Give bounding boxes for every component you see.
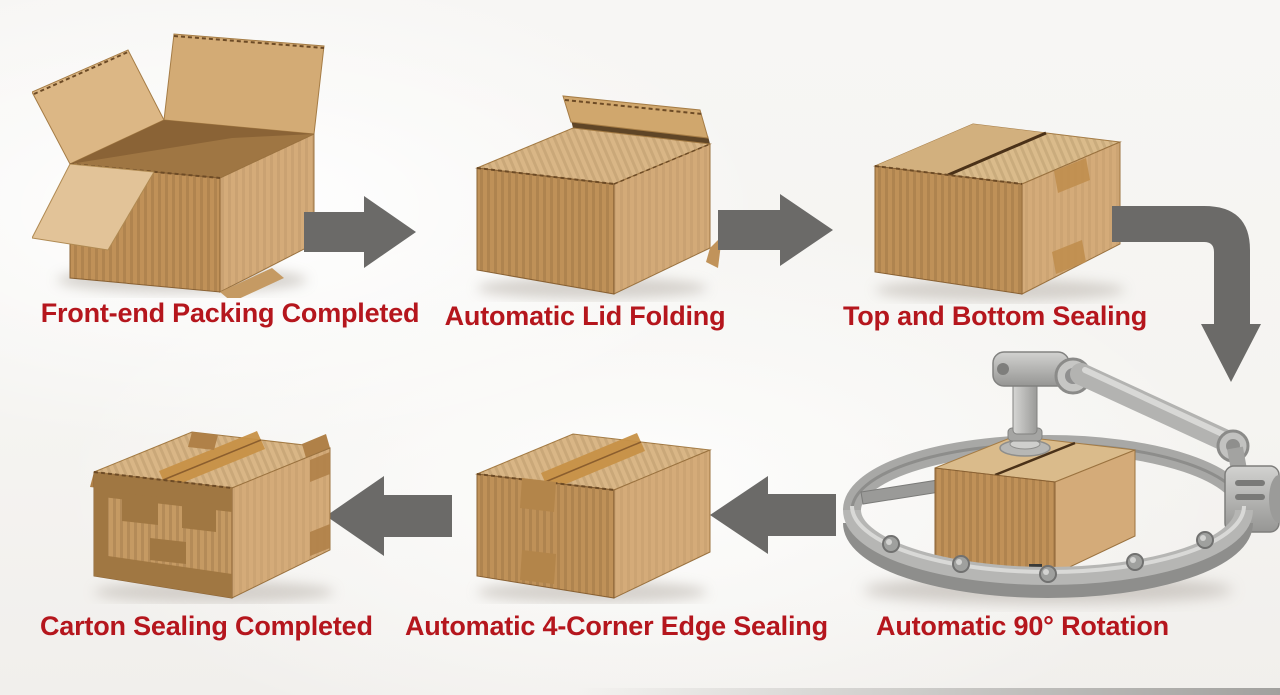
step-label-90-rotation: Automatic 90° Rotation [876, 611, 1169, 641]
step-label-front-end-packing: Front-end Packing Completed [40, 298, 420, 328]
right-arrow-icon [304, 196, 416, 268]
left-arrow-icon [710, 476, 836, 554]
step-label-top-bottom-sealing: Top and Bottom Sealing [842, 301, 1148, 331]
rotation-station-figure [843, 350, 1280, 612]
right-arrow-icon [718, 194, 833, 266]
step-label-lid-folding: Automatic Lid Folding [444, 301, 726, 331]
carton-four-corner-sealed-figure [452, 386, 724, 604]
curved-down-arrow-icon [1112, 200, 1262, 390]
step-label-four-corner-sealing: Automatic 4-Corner Edge Sealing [405, 611, 828, 641]
carton-sealing-completed-figure [64, 386, 360, 604]
carton-lid-folding-figure [452, 80, 724, 302]
open-carton-figure [32, 6, 332, 298]
left-arrow-icon [326, 476, 452, 556]
bottom-shadow-strip [0, 688, 1280, 695]
step-label-sealing-completed: Carton Sealing Completed [40, 611, 373, 641]
carton-top-bottom-sealed-figure [850, 70, 1144, 304]
